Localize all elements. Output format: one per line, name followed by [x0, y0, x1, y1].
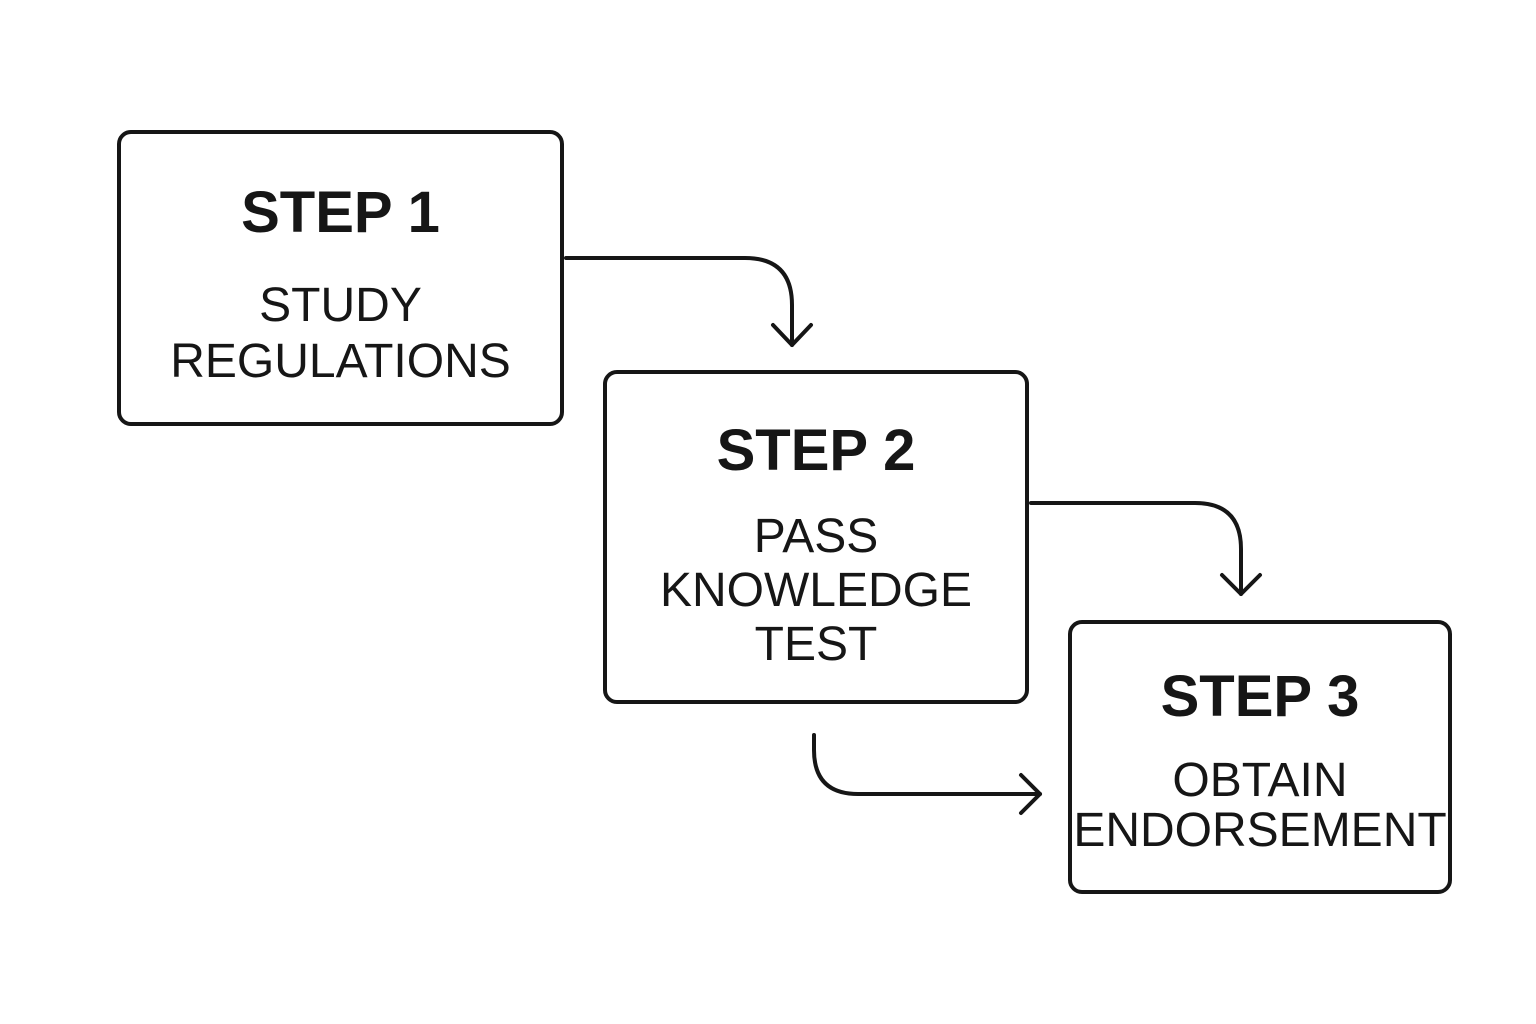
- arrowhead: [1220, 573, 1262, 596]
- arrowhead: [771, 323, 813, 347]
- step-3-box: STEP 3 OBTAIN ENDORSEMENT: [1068, 620, 1452, 894]
- step-1-box: STEP 1 STUDY REGULATIONS: [117, 130, 564, 426]
- connector-line: [812, 733, 1042, 796]
- step-1-description: STUDY REGULATIONS: [170, 279, 511, 388]
- step-3-description: OBTAIN ENDORSEMENT: [1073, 754, 1447, 857]
- arrowhead: [1019, 773, 1042, 815]
- step-2-title: STEP 2: [716, 418, 916, 483]
- connector-line: [1029, 501, 1243, 596]
- step-3-title: STEP 3: [1160, 664, 1360, 729]
- step-2-description: PASS KNOWLEDGE TEST: [659, 510, 973, 671]
- connector-line: [564, 256, 794, 347]
- arrow-step2-bottom-to-step3: [812, 733, 1042, 815]
- step-1-title: STEP 1: [241, 180, 440, 245]
- step-2-box: STEP 2 PASS KNOWLEDGE TEST: [603, 370, 1029, 704]
- arrow-step2-to-step3: [1029, 501, 1262, 596]
- arrow-step1-to-step2: [564, 256, 813, 347]
